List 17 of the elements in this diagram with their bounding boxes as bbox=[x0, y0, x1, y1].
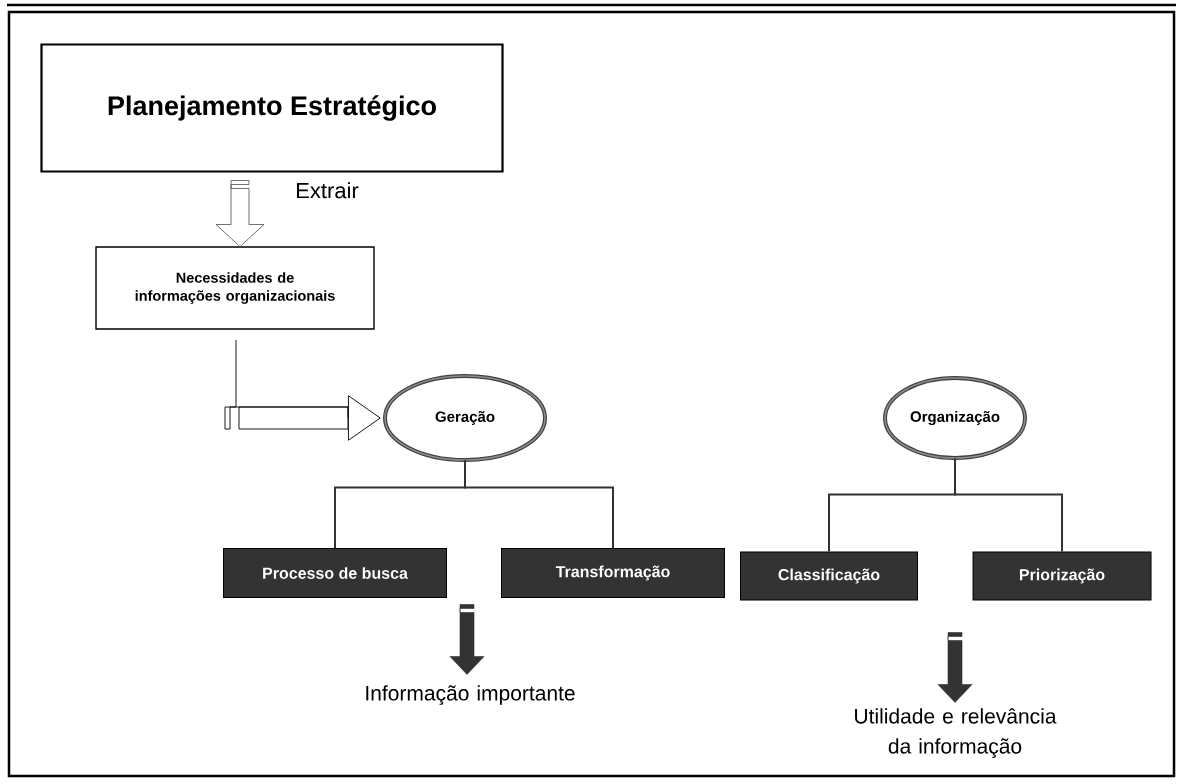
connector-line bbox=[954, 457, 1063, 553]
block-arrow bbox=[937, 632, 973, 703]
process-box: Necessidades de informações organizacionais bbox=[95, 246, 375, 330]
task-box: Transformação bbox=[501, 548, 725, 598]
process-box: Planejamento Estratégico bbox=[40, 43, 504, 173]
ellipse-node: Organização bbox=[883, 376, 1027, 460]
task-box: Priorização bbox=[972, 551, 1152, 601]
ellipse-node: Geração bbox=[383, 374, 547, 462]
task-box: Classificação bbox=[740, 551, 918, 601]
block-arrow bbox=[224, 339, 381, 441]
task-box: Processo de busca bbox=[223, 548, 447, 598]
block-arrow bbox=[215, 180, 265, 247]
result-text: Utilidade e relevância da informação bbox=[855, 708, 1057, 758]
connector-line bbox=[464, 459, 614, 549]
result-text: Informação importante bbox=[366, 685, 575, 705]
edge-label: Extrair bbox=[294, 181, 360, 200]
block-arrow bbox=[449, 604, 485, 675]
